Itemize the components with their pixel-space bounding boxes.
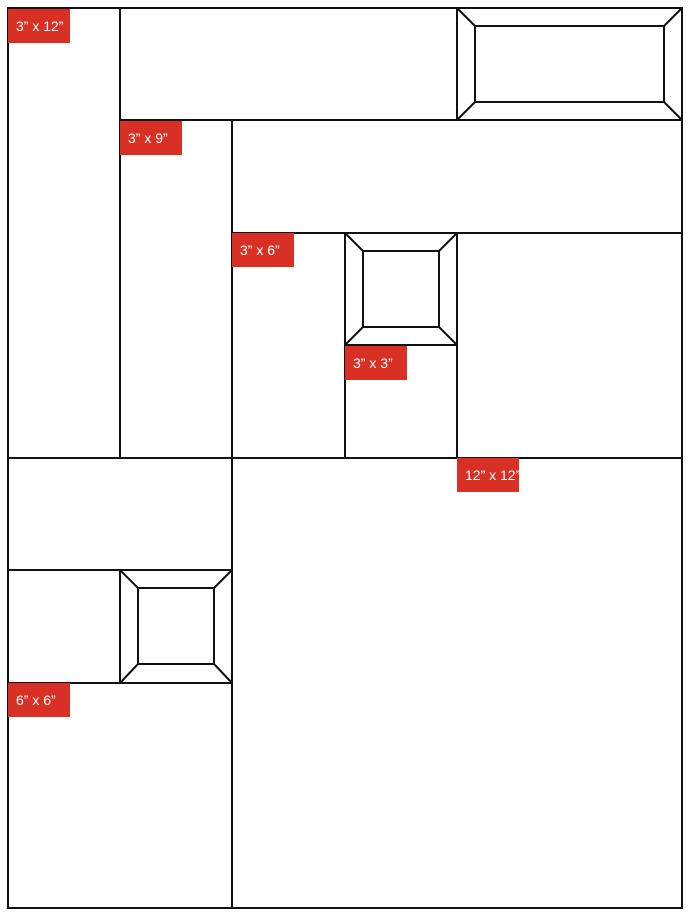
size-tag-3x12: 3” x 12” bbox=[8, 9, 70, 43]
bevel-tile-middle bbox=[344, 232, 458, 346]
bevel-tile-lower bbox=[119, 569, 233, 684]
size-tag-3x6: 3” x 6” bbox=[232, 233, 294, 267]
size-tag-3x9: 3” x 9” bbox=[120, 121, 182, 155]
bevel-tile-top bbox=[456, 7, 683, 121]
size-tag-6x6: 6” x 6” bbox=[8, 683, 70, 717]
size-tag-12x12: 12” x 12” bbox=[457, 458, 520, 492]
size-tag-3x3: 3” x 3” bbox=[345, 346, 407, 380]
